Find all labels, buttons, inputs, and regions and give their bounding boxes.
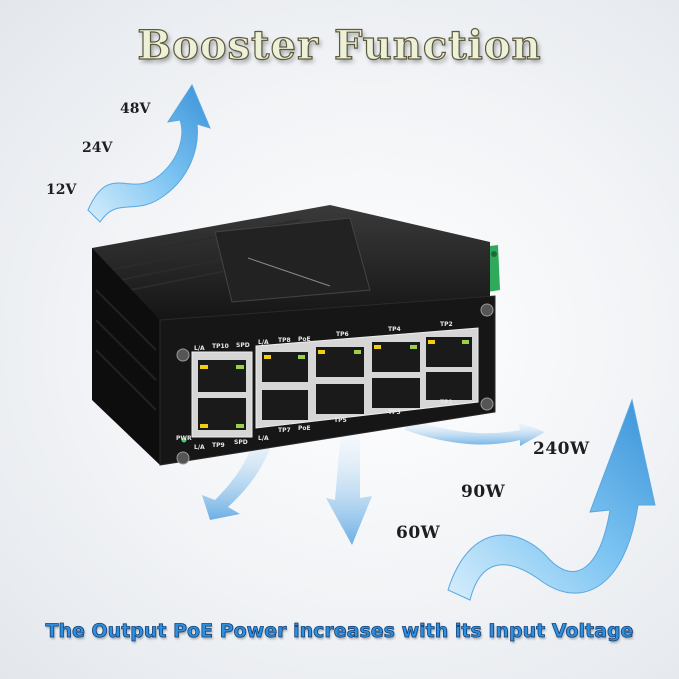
power-label-90w: 90W <box>461 482 506 502</box>
rj45-ports <box>191 327 479 438</box>
port-label: TP7 <box>278 427 291 434</box>
port-label: L/A <box>258 435 269 442</box>
port-label: PWR <box>176 435 192 442</box>
port-label: TP4 <box>388 326 401 333</box>
output-power-arrow <box>447 398 656 601</box>
voltage-label-12v: 12V <box>46 182 77 198</box>
port-label: TP6 <box>336 331 349 338</box>
power-label-60w: 60W <box>396 523 441 543</box>
voltage-label-24v: 24V <box>82 140 113 156</box>
port-label: TP9 <box>212 442 225 449</box>
caption-text: The Output PoE Power increases with its … <box>45 620 634 643</box>
port-label: L/A <box>258 339 269 346</box>
port-label: PoE <box>298 336 311 343</box>
port-label: TP3 <box>388 409 401 416</box>
port-label: L/A <box>194 444 205 451</box>
power-label-240w: 240W <box>533 439 590 459</box>
input-voltage-arrow <box>87 83 211 223</box>
port-label: TP5 <box>334 417 347 424</box>
port-label: TP2 <box>440 321 453 328</box>
port-label: SPD <box>236 342 250 349</box>
port-label: TP10 <box>212 343 229 350</box>
voltage-label-48v: 48V <box>120 101 151 117</box>
port-label: TP1 <box>440 399 453 406</box>
port-label: PoE <box>298 425 311 432</box>
port-label: SPD <box>234 439 248 446</box>
port-label: L/A <box>194 345 205 352</box>
port-labels: L/A TP10 SPD L/A TP8 PoE TP6 TP4 TP2 PWR… <box>176 321 453 451</box>
page-title: Booster Function <box>137 21 542 69</box>
ethernet-switch-device: L/A TP10 SPD L/A TP8 PoE TP6 TP4 TP2 PWR… <box>92 205 500 466</box>
port-label: TP8 <box>278 337 291 344</box>
